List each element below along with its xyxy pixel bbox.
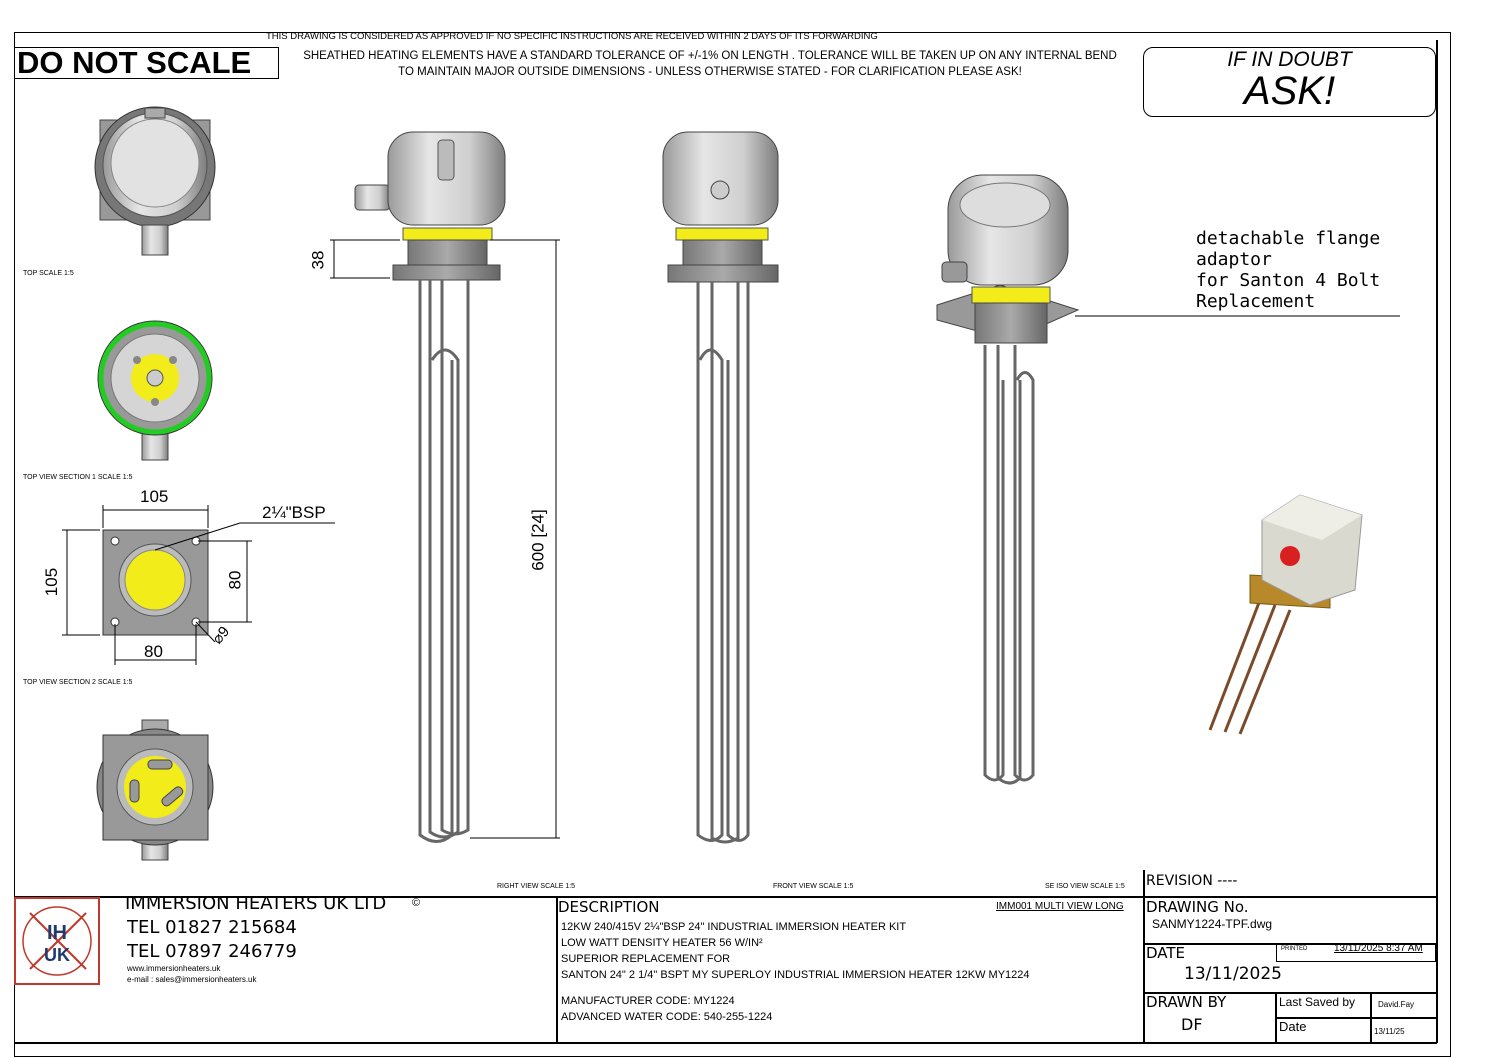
note-line-4: Replacement xyxy=(1196,291,1316,312)
label-front-view: FRONT VIEW SCALE 1:5 xyxy=(773,883,854,890)
description-line: SANTON 24" 2 1/4" BSPT MY SUPERLOY INDUS… xyxy=(561,969,1030,981)
company-name: IMMERSION HEATERS UK LTD xyxy=(125,893,387,914)
bottom-view xyxy=(96,719,214,861)
section-1-view xyxy=(97,320,213,461)
company-tel-1: TEL 01827 215684 xyxy=(127,917,297,938)
dim-flange-height: 38 xyxy=(308,250,328,270)
date-value: 13/11/2025 xyxy=(1184,964,1282,984)
drawing-no: SANMY1224-TPF.dwg xyxy=(1152,917,1273,931)
section-2-view xyxy=(62,505,335,665)
svg-text:UK: UK xyxy=(44,945,70,965)
divider xyxy=(1436,40,1438,1043)
advanced-water-code: ADVANCED WATER CODE: 540-255-1224 xyxy=(561,1011,773,1023)
tolerance-line-1: SHEATHED HEATING ELEMENTS HAVE A STANDAR… xyxy=(303,50,1117,62)
divider xyxy=(1143,870,1145,1043)
label-top-view: TOP SCALE 1:5 xyxy=(23,270,74,277)
company-tel-2: TEL 07897 246779 xyxy=(127,941,297,962)
dim-length: 600 [24] xyxy=(528,509,548,571)
approval-note: THIS DRAWING IS CONSIDERED AS APPROVED I… xyxy=(266,31,878,42)
description-heading: DESCRIPTION xyxy=(558,898,660,916)
company-web[interactable]: www.immersionheaters.uk xyxy=(127,964,221,973)
dim-height-left: 105 xyxy=(42,567,62,597)
description-lines: 12KW 240/415V 2¼"BSP 24" INDUSTRIAL IMME… xyxy=(561,919,1030,983)
tolerance-line-2: TO MAINTAIN MAJOR OUTSIDE DIMENSIONS - U… xyxy=(398,66,1022,78)
printed-label: PRINTED xyxy=(1281,946,1308,952)
if-in-doubt-box: IF IN DOUBT ASK! xyxy=(1143,47,1436,117)
sheet-border xyxy=(14,32,1451,1057)
date-label: DATE xyxy=(1146,944,1186,962)
drawn-by-value: DF xyxy=(1181,1015,1203,1034)
flange-note: detachable flange adaptor for Santon 4 B… xyxy=(1196,228,1380,312)
revision: REVISION ---- xyxy=(1146,873,1238,889)
saved-date-label: Date xyxy=(1279,1019,1307,1034)
product-photo xyxy=(1208,494,1363,735)
tolerance-note: SHEATHED HEATING ELEMENTS HAVE A STANDAR… xyxy=(280,48,1140,80)
last-saved-label: Last Saved by xyxy=(1279,995,1356,1009)
dim-thread: 2¼"BSP xyxy=(262,503,326,522)
copyright-symbol: © xyxy=(412,897,421,909)
do-not-scale-box: DO NOT SCALE xyxy=(14,45,279,80)
dim-bolt-right: 80 xyxy=(225,570,245,590)
saved-date-value: 13/11/25 xyxy=(1374,1027,1405,1036)
divider xyxy=(556,896,558,1043)
note-line-2: adaptor xyxy=(1196,249,1272,270)
label-iso-view: SE ISO VIEW SCALE 1:5 xyxy=(1045,883,1125,890)
iso-view-heater xyxy=(936,174,1400,785)
last-saved-value: David.Fay xyxy=(1378,1000,1415,1009)
ask-line-2: ASK! xyxy=(1243,69,1336,113)
printed-timestamp: 13/11/2025 8:37 AM xyxy=(1334,943,1423,954)
template-name: IMM001 MULTI VIEW LONG xyxy=(996,901,1124,912)
title-block-bottom-line xyxy=(14,1042,1437,1044)
company-email[interactable]: e-mail : sales@immersionheaters.uk xyxy=(127,975,257,984)
company-logo: IH UK xyxy=(14,897,100,985)
label-section-2: TOP VIEW SECTION 2 SCALE 1:5 xyxy=(23,679,133,686)
dim-bolt-bottom: 80 xyxy=(144,642,163,661)
row-line xyxy=(1143,943,1437,945)
drawing-no-label: DRAWING No. xyxy=(1146,898,1249,916)
description-line: LOW WATT DENSITY HEATER 56 W/IN² xyxy=(561,937,763,949)
printed-box xyxy=(1276,944,1436,962)
drawn-by-label: DRAWN BY xyxy=(1146,993,1227,1011)
title-block-top-line xyxy=(14,896,1437,898)
label-section-1: TOP VIEW SECTION 1 SCALE 1:5 xyxy=(23,474,133,481)
ask-line-1: IF IN DOUBT xyxy=(1227,48,1352,71)
description-line: 12KW 240/415V 2¼"BSP 24" INDUSTRIAL IMME… xyxy=(561,921,907,933)
row-line xyxy=(1275,1017,1437,1019)
front-view-heater xyxy=(662,131,779,844)
description-line: SUPERIOR REPLACEMENT FOR xyxy=(561,953,731,965)
dim-width-top: 105 xyxy=(140,487,169,506)
note-line-1: detachable flange xyxy=(1196,228,1381,249)
right-view-heater xyxy=(330,131,560,843)
do-not-scale-label: DO NOT SCALE xyxy=(17,45,252,80)
top-view xyxy=(94,106,216,256)
svg-text:IH: IH xyxy=(47,922,67,944)
label-right-view: RIGHT VIEW SCALE 1:5 xyxy=(497,883,576,890)
note-line-3: for Santon 4 Bolt xyxy=(1196,270,1381,291)
row-line xyxy=(1143,992,1437,994)
manufacturer-code: MANUFACTURER CODE: MY1224 xyxy=(561,995,735,1007)
